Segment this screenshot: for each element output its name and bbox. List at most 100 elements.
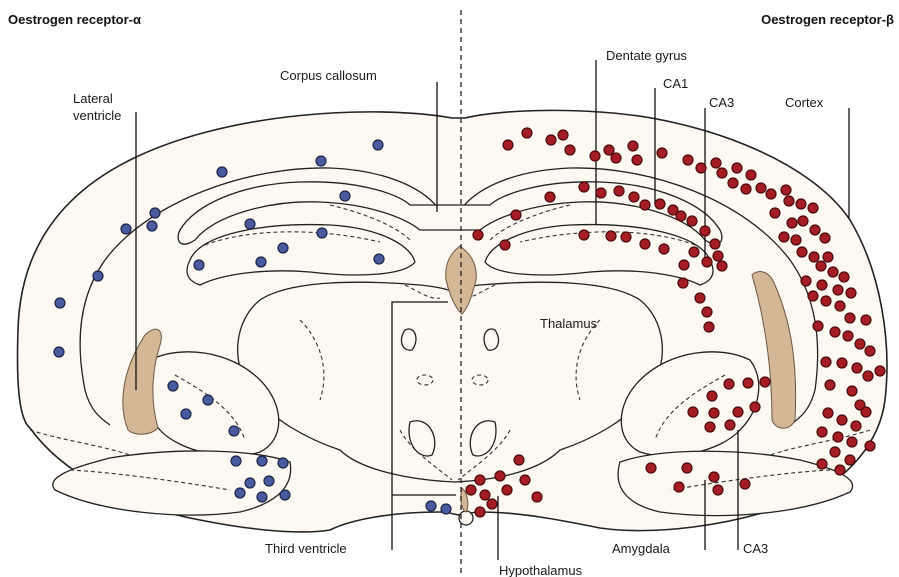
er-beta-dot — [741, 184, 751, 194]
er-beta-dot — [707, 391, 717, 401]
er-alpha-dot — [147, 221, 157, 231]
er-alpha-dot — [231, 456, 241, 466]
er-beta-dot — [632, 155, 642, 165]
er-beta-dot — [830, 327, 840, 337]
er-beta-dot — [579, 230, 589, 240]
er-beta-dot — [546, 135, 556, 145]
er-beta-dot — [835, 465, 845, 475]
er-alpha-dot — [54, 347, 64, 357]
er-beta-dot — [845, 313, 855, 323]
label-lateral-ventricle-2: ventricle — [73, 108, 121, 123]
er-beta-dot — [845, 455, 855, 465]
er-beta-dot — [808, 203, 818, 213]
er-beta-dot — [702, 257, 712, 267]
er-beta-dot — [596, 188, 606, 198]
er-alpha-dot — [317, 228, 327, 238]
er-beta-dot — [809, 252, 819, 262]
er-beta-dot — [875, 366, 885, 376]
er-beta-dot — [823, 408, 833, 418]
er-beta-dot — [828, 267, 838, 277]
er-alpha-dot — [280, 490, 290, 500]
er-beta-dot — [821, 357, 831, 367]
er-beta-dot — [683, 155, 693, 165]
er-beta-dot — [487, 499, 497, 509]
er-beta-dot — [825, 380, 835, 390]
title-er-alpha: Oestrogen receptor-α — [8, 12, 141, 27]
label-hypothalamus: Hypothalamus — [499, 563, 583, 577]
er-alpha-dot — [181, 409, 191, 419]
er-beta-dot — [821, 296, 831, 306]
er-beta-dot — [861, 407, 871, 417]
er-beta-dot — [475, 475, 485, 485]
er-beta-dot — [674, 482, 684, 492]
thalamic-nucleus — [484, 329, 498, 350]
er-beta-dot — [657, 148, 667, 158]
er-beta-dot — [480, 490, 490, 500]
er-beta-dot — [865, 346, 875, 356]
er-beta-dot — [711, 158, 721, 168]
er-alpha-dot — [441, 504, 451, 514]
er-beta-dot — [766, 189, 776, 199]
er-beta-dot — [579, 182, 589, 192]
er-beta-dot — [713, 251, 723, 261]
er-alpha-dot — [55, 298, 65, 308]
er-beta-dot — [861, 315, 871, 325]
er-beta-dot — [770, 208, 780, 218]
er-beta-dot — [640, 239, 650, 249]
er-beta-dot — [787, 218, 797, 228]
er-beta-dot — [558, 130, 568, 140]
label-ca3-bottom: CA3 — [743, 541, 768, 556]
er-beta-dot — [695, 293, 705, 303]
er-beta-dot — [855, 339, 865, 349]
label-corpus-callosum: Corpus callosum — [280, 68, 377, 83]
er-beta-dot — [816, 261, 826, 271]
er-beta-dot — [475, 507, 485, 517]
er-beta-dot — [733, 407, 743, 417]
er-beta-dot — [503, 140, 513, 150]
er-beta-dot — [784, 196, 794, 206]
er-alpha-dot — [245, 219, 255, 229]
er-alpha-dot — [93, 271, 103, 281]
er-beta-dot — [847, 386, 857, 396]
er-beta-dot — [756, 183, 766, 193]
label-amygdala: Amygdala — [612, 541, 671, 556]
er-beta-dot — [851, 421, 861, 431]
er-beta-dot — [502, 485, 512, 495]
er-beta-dot — [725, 420, 735, 430]
er-beta-dot — [732, 163, 742, 173]
er-beta-dot — [590, 151, 600, 161]
er-beta-dot — [713, 485, 723, 495]
er-beta-dot — [700, 226, 710, 236]
er-beta-dot — [801, 276, 811, 286]
er-beta-dot — [760, 377, 770, 387]
er-beta-dot — [709, 408, 719, 418]
label-third-ventricle: Third ventricle — [265, 541, 347, 556]
label-dentate-gyrus: Dentate gyrus — [606, 48, 687, 63]
er-alpha-dot — [257, 492, 267, 502]
er-beta-dot — [621, 232, 631, 242]
label-thalamus: Thalamus — [540, 316, 598, 331]
er-beta-dot — [522, 128, 532, 138]
er-beta-dot — [746, 170, 756, 180]
er-alpha-dot — [278, 458, 288, 468]
er-beta-dot — [687, 216, 697, 226]
er-beta-dot — [520, 475, 530, 485]
er-beta-dot — [640, 200, 650, 210]
er-beta-dot — [473, 230, 483, 240]
er-alpha-dot — [340, 191, 350, 201]
er-alpha-dot — [426, 501, 436, 511]
er-beta-dot — [865, 441, 875, 451]
er-beta-dot — [750, 402, 760, 412]
label-lateral-ventricle: Lateral — [73, 91, 113, 106]
er-alpha-dot — [229, 426, 239, 436]
label-ca1: CA1 — [663, 76, 688, 91]
er-beta-dot — [696, 163, 706, 173]
er-beta-dot — [863, 371, 873, 381]
er-beta-dot — [500, 240, 510, 250]
er-beta-dot — [565, 145, 575, 155]
er-beta-dot — [466, 485, 476, 495]
er-beta-dot — [606, 231, 616, 241]
er-beta-dot — [791, 235, 801, 245]
title-er-beta: Oestrogen receptor-β — [761, 12, 894, 27]
